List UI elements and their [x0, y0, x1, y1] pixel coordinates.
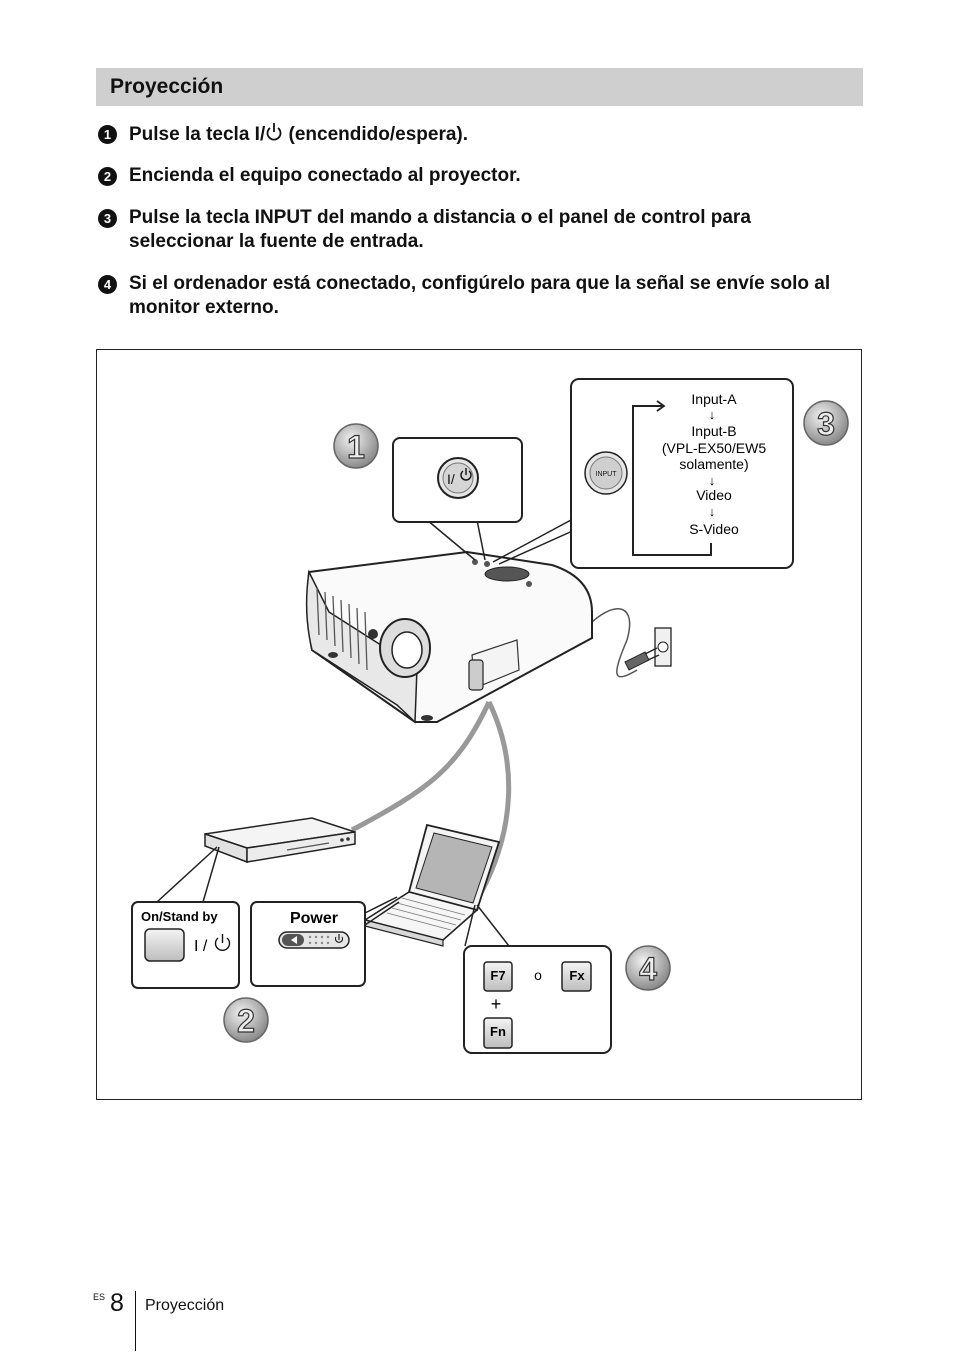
step-text: Pulse la tecla I/ (encendido/espera). [129, 122, 858, 147]
onstandby-button [144, 928, 185, 962]
step-1: 1 Pulse la tecla I/ (encendido/espera). [98, 122, 858, 147]
step-text-after: (encendido/espera). [283, 124, 469, 145]
onstandby-callout: On/Stand by I / [131, 846, 240, 989]
fx-key-label: Fx [569, 968, 585, 983]
input-option: Video [696, 487, 732, 503]
svg-text:↓: ↓ [709, 407, 716, 422]
dvd-player [204, 817, 356, 864]
onstandby-power-icon [214, 937, 231, 952]
step-2: 2 Encienda el equipo conectado al proyec… [98, 164, 858, 188]
laptop-power-callout: Power [250, 896, 400, 987]
fx-key [561, 961, 592, 992]
f7-key [483, 961, 513, 992]
step-text-before: Pulse la tecla I/ [129, 124, 266, 145]
step-text: Encienda el equipo conectado al proyecto… [129, 165, 521, 186]
cable-to-player [350, 700, 492, 833]
input-sequence-callout: INPUT Input-A ↓ Input-B (VPL-EX50/EW5 so… [492, 378, 794, 569]
section-title: Proyección [110, 75, 224, 98]
step-number: 1 [98, 125, 117, 144]
power-label: Power [290, 910, 338, 927]
projector [305, 550, 593, 724]
badge-2: 2 [223, 997, 269, 1043]
illustration-canvas: I/ INPUT Input-A ↓ Input-B (VPL-EX50/EW5… [131, 378, 849, 1054]
power-key-icon [460, 470, 472, 481]
footer-section-title: Proyección [145, 1297, 225, 1314]
step-number: 4 [98, 275, 117, 294]
footer-divider [135, 1291, 136, 1351]
input-cycle-arrow [632, 405, 712, 556]
page-number: 8 [110, 1289, 124, 1317]
input-option: S-Video [689, 521, 739, 537]
laptop [363, 823, 501, 947]
step-text: Pulse la tecla INPUT del mando a distanc… [129, 207, 751, 252]
svg-text:↓: ↓ [709, 504, 716, 519]
step-text: Si el ordenador está conectado, configúr… [129, 273, 831, 318]
onstandby-label: On/Stand by [141, 909, 218, 924]
input-option: Input-B [691, 423, 736, 439]
badge-number: 1 [347, 429, 365, 465]
step-4: 4 Si el ordenador está conectado, config… [98, 272, 858, 320]
power-icon [266, 123, 282, 141]
badge-number: 2 [237, 1003, 255, 1039]
f7-key-label: F7 [490, 968, 505, 983]
badge-number: 4 [639, 951, 657, 987]
svg-text:↓: ↓ [709, 473, 716, 488]
input-option-note: solamente) [679, 456, 748, 472]
onstandby-symbol: I / [194, 938, 208, 955]
input-option-note: (VPL-EX50/EW5 [662, 440, 766, 456]
display-switch-keys-callout: F7 o Fx + Fn [463, 904, 612, 1054]
cable-to-laptop [474, 700, 512, 902]
footer-language: ES [93, 1292, 106, 1302]
power-key-label: I/ [447, 471, 455, 487]
power-key-callout: I/ [392, 437, 523, 561]
input-option: Input-A [691, 391, 737, 407]
wall-outlet [624, 627, 672, 671]
fn-key-label: Fn [490, 1024, 506, 1039]
badge-1: 1 [333, 423, 379, 469]
or-label: o [534, 967, 542, 983]
input-button-label: INPUT [596, 471, 618, 478]
step-number: 2 [98, 167, 117, 186]
power-cord [591, 608, 638, 678]
badge-number: 3 [817, 406, 835, 442]
badge-4: 4 [625, 945, 671, 991]
step-3: 3 Pulse la tecla INPUT del mando a dista… [98, 206, 858, 254]
badge-3: 3 [803, 400, 849, 446]
fn-key [483, 1017, 513, 1049]
plus-label: + [491, 994, 502, 1014]
setup-illustration: I/ INPUT Input-A ↓ Input-B (VPL-EX50/EW5… [96, 349, 862, 1100]
step-number: 3 [98, 209, 117, 228]
section-header: Proyección [96, 68, 863, 106]
